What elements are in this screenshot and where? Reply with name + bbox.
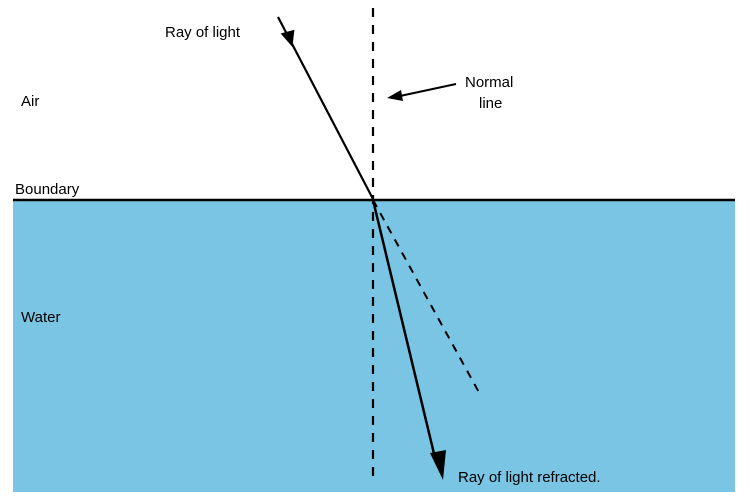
- boundary-label: Boundary: [15, 181, 80, 198]
- normal-pointer-line: [399, 83, 457, 97]
- refracted-ray-arrowhead: [430, 450, 446, 480]
- incident-ray: [277, 16, 374, 200]
- normal-pointer-arrowhead: [387, 90, 403, 101]
- incident-ray-arrowhead: [280, 29, 295, 47]
- normal-line-label-line2: line: [479, 95, 502, 112]
- unrefracted-extension: [372, 199, 482, 397]
- incident-ray-label: Ray of light: [165, 24, 241, 41]
- water-region: [13, 200, 735, 492]
- refracted-ray: [371, 199, 438, 463]
- normal-line-label-line1: Normal: [465, 74, 513, 91]
- air-label: Air: [21, 93, 39, 110]
- water-label: Water: [21, 309, 60, 326]
- refracted-ray-label: Ray of light refracted.: [458, 469, 601, 486]
